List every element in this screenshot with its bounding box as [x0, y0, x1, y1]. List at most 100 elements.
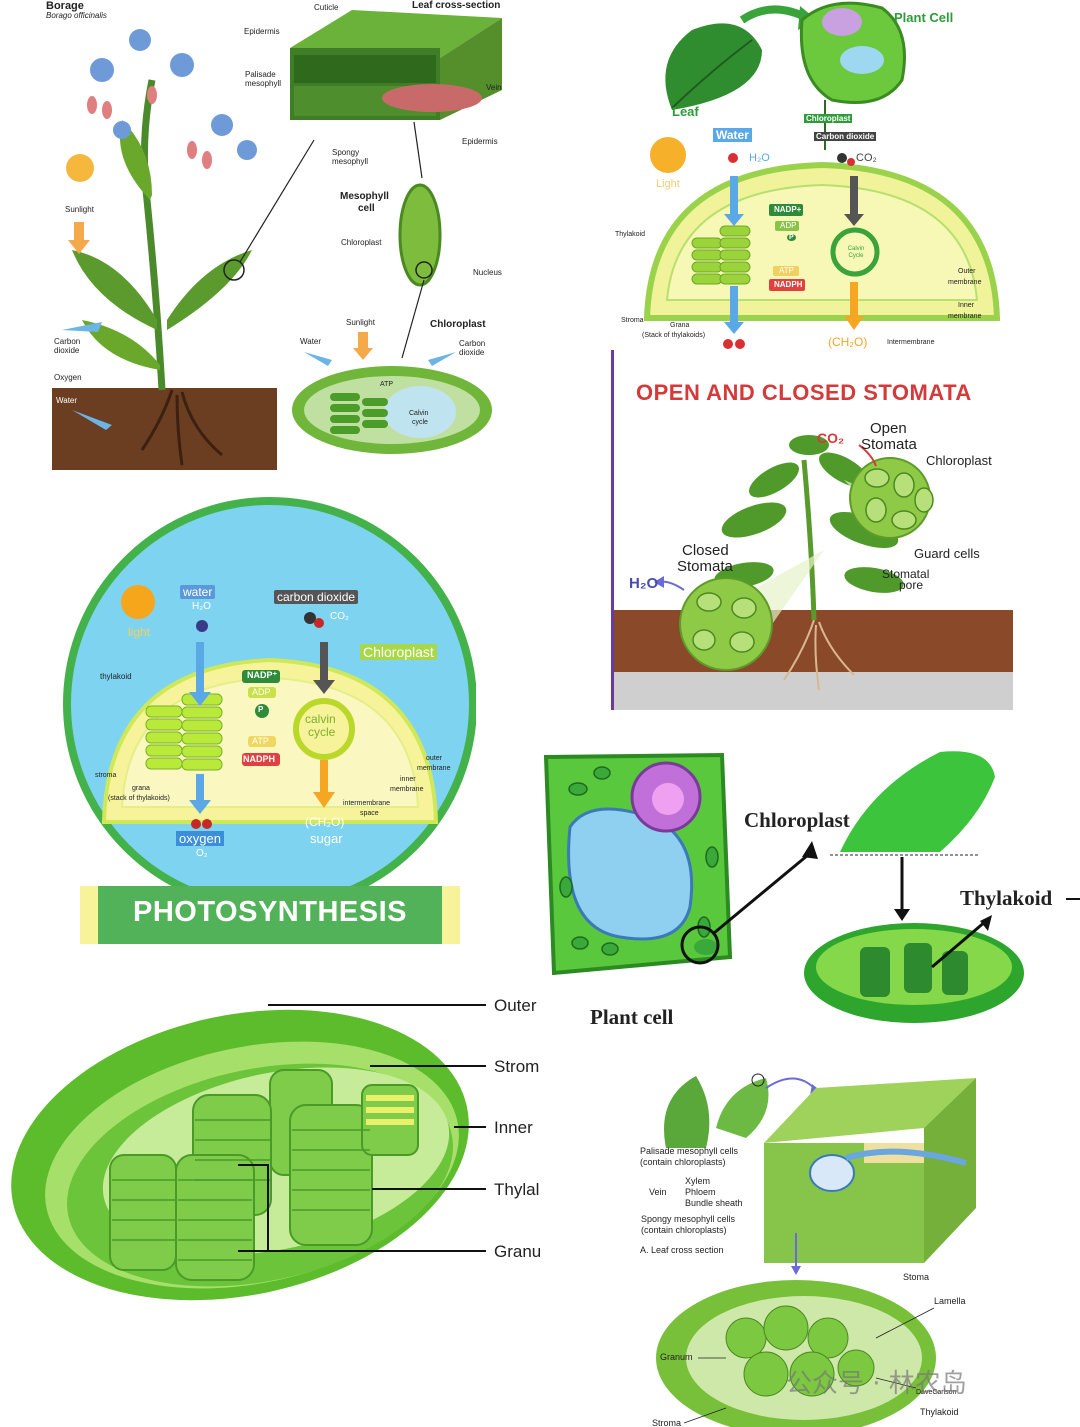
- label-sugar: sugar: [310, 831, 343, 846]
- label-calvin-2: cycle: [308, 725, 335, 739]
- label-grana-2: (stack of thylakoids): [108, 795, 170, 802]
- stomata-title: OPEN AND CLOSED STOMATA: [636, 380, 972, 406]
- label-stomatal-2: pore: [899, 578, 923, 592]
- label-stoma: Stoma: [903, 1272, 929, 1282]
- panel-photosynthesis: water H₂O carbon dioxide CO₂ light Chlor…: [62, 492, 476, 947]
- label-intermembrane: Intermembrane: [887, 339, 934, 346]
- label-chloroplast-bold: Chloroplast: [430, 319, 486, 330]
- label-sunlight-right: Sunlight: [346, 318, 375, 327]
- label-h2o: H₂O: [192, 601, 211, 612]
- label-adp: ADP: [252, 687, 271, 697]
- label-thylakoid: Thylakoid: [960, 886, 1052, 911]
- label-epidermis-bottom: Epidermis: [462, 137, 498, 146]
- label-carbon-right-1: Carbon: [459, 339, 485, 348]
- label-o2: O₂: [196, 848, 208, 859]
- label-palisade-2: (contain chloroplasts): [640, 1157, 726, 1167]
- label-granum: Granu: [494, 1242, 540, 1262]
- label-p: P: [787, 234, 796, 241]
- label-epidermis-top: Epidermis: [244, 27, 280, 36]
- label-stroma: Strom: [494, 1057, 539, 1077]
- label-thylakoid: thylakoid: [100, 672, 132, 681]
- label-palisade-2: mesophyll: [245, 79, 281, 88]
- label-carbon-left-2: dioxide: [54, 346, 79, 355]
- label-grana-1: grana: [132, 785, 150, 792]
- label-closed-1: Closed: [682, 542, 729, 559]
- label-chloroplast: Chloroplast: [360, 644, 437, 660]
- label-nadp: NADP+: [774, 205, 801, 214]
- photosynthesis-banner: PHOTOSYNTHESIS: [98, 896, 442, 929]
- label-granum: Granum: [660, 1352, 693, 1362]
- label-cuticle: Cuticle: [314, 3, 338, 12]
- label-bundle-sheath: Bundle sheath: [685, 1198, 743, 1208]
- label-chloroplast-small: Chloroplast: [341, 238, 381, 247]
- label-inner-1: inner: [400, 776, 416, 783]
- label-palisade-1: Palisade: [245, 70, 276, 79]
- label-open-1: Open: [870, 420, 907, 437]
- label-outer-1: Outer: [958, 268, 976, 275]
- label-carbon-left-1: Carbon: [54, 337, 80, 346]
- panel-stomata: OPEN AND CLOSED STOMATA CO₂ Open Stomata…: [611, 350, 1013, 710]
- label-outer-1: outer: [426, 755, 442, 762]
- label-plant-cell-top: Plant Cell: [894, 10, 953, 25]
- label-chloroplast: Chloroplast: [926, 453, 992, 468]
- label-oxygen: Oxygen: [54, 373, 82, 382]
- label-inner-1: Inner: [958, 302, 974, 309]
- label-h2o: H₂O: [629, 575, 658, 592]
- label-nadph: NADPH: [774, 280, 802, 289]
- label-nadph: NADPH: [243, 754, 275, 764]
- label-intermembrane-1: intermembrane: [343, 800, 390, 807]
- label-water-left: Water: [56, 396, 77, 405]
- panel-cell-chloroplast-thylakoid: Chloroplast Thylakoid Plant cell: [540, 737, 1080, 1042]
- panel-plant-cell-chloroplast: Plant Cell Leaf Chloroplast Water H₂O Ca…: [612, 0, 1012, 352]
- label-spongy-2: mesophyll: [332, 157, 368, 166]
- panel-leaf-section-chloroplast: Palisade mesophyll cells (contain chloro…: [636, 1068, 980, 1427]
- label-inner: Inner: [494, 1118, 533, 1138]
- label-chloroplast-tag: Chloroplast: [804, 114, 852, 123]
- label-phloem: Phloem: [685, 1187, 716, 1197]
- label-open-2: Stomata: [861, 436, 917, 453]
- label-vein: Vein: [649, 1187, 667, 1197]
- label-calvin-cycle: Calvin Cycle: [840, 246, 872, 260]
- label-water: water: [180, 585, 215, 599]
- label-leaf: Leaf: [672, 104, 699, 119]
- label-inner-2: membrane: [948, 313, 981, 320]
- label-vein: Vein: [486, 83, 502, 92]
- label-outer: Outer: [494, 996, 537, 1016]
- label-outer-2: membrane: [948, 279, 981, 286]
- label-p: P: [258, 705, 263, 714]
- label-atp: ATP: [380, 381, 393, 388]
- label-ch2o: (CH₂O): [828, 335, 867, 349]
- label-light: light: [128, 625, 150, 639]
- borage-subtitle: Borago officinalis: [46, 11, 107, 20]
- label-plant-cell: Plant cell: [590, 1005, 673, 1030]
- label-stroma: Stroma: [652, 1418, 681, 1427]
- label-stroma: Stroma: [621, 317, 644, 324]
- label-inner-2: membrane: [390, 786, 423, 793]
- label-thylakoid: Thylakoid: [920, 1407, 959, 1417]
- leaf-section-heading: Leaf cross-section: [412, 0, 500, 11]
- label-xylem: Xylem: [685, 1176, 710, 1186]
- label-calvin-2: cycle: [412, 419, 428, 426]
- label-water-right: Water: [300, 337, 321, 346]
- label-carbon-dioxide: carbon dioxide: [274, 590, 358, 604]
- leaf-section-caption: A. Leaf cross section: [640, 1245, 724, 1255]
- label-intermembrane-2: space: [360, 810, 379, 817]
- label-grana-2: (Stack of thylakoids): [642, 332, 705, 339]
- label-spongy-2: (contain chloroplasts): [641, 1225, 727, 1235]
- label-calvin-1: calvin: [305, 712, 336, 726]
- label-mesophyll-cell-2: cell: [358, 203, 375, 214]
- label-thylakoid: Thylakoid: [615, 231, 645, 238]
- label-nucleus: Nucleus: [473, 268, 502, 277]
- label-nadp: NADP⁺: [247, 670, 277, 681]
- chloroplast-3d-illustration: [0, 985, 540, 1317]
- label-chloroplast: Chloroplast: [744, 808, 850, 833]
- label-carbon-dioxide-tag: Carbon dioxide: [814, 132, 876, 141]
- label-grana-1: Grana: [670, 322, 689, 329]
- label-h2o: H₂O: [749, 152, 770, 164]
- label-carbon-right-2: dioxide: [459, 348, 484, 357]
- label-outer-2: membrane: [417, 765, 450, 772]
- label-atp: ATP: [779, 266, 794, 275]
- label-ch2o: (CH₂O): [305, 815, 344, 829]
- label-light: Light: [656, 178, 680, 190]
- plant-cell-chloroplast-illustration: [612, 0, 1012, 352]
